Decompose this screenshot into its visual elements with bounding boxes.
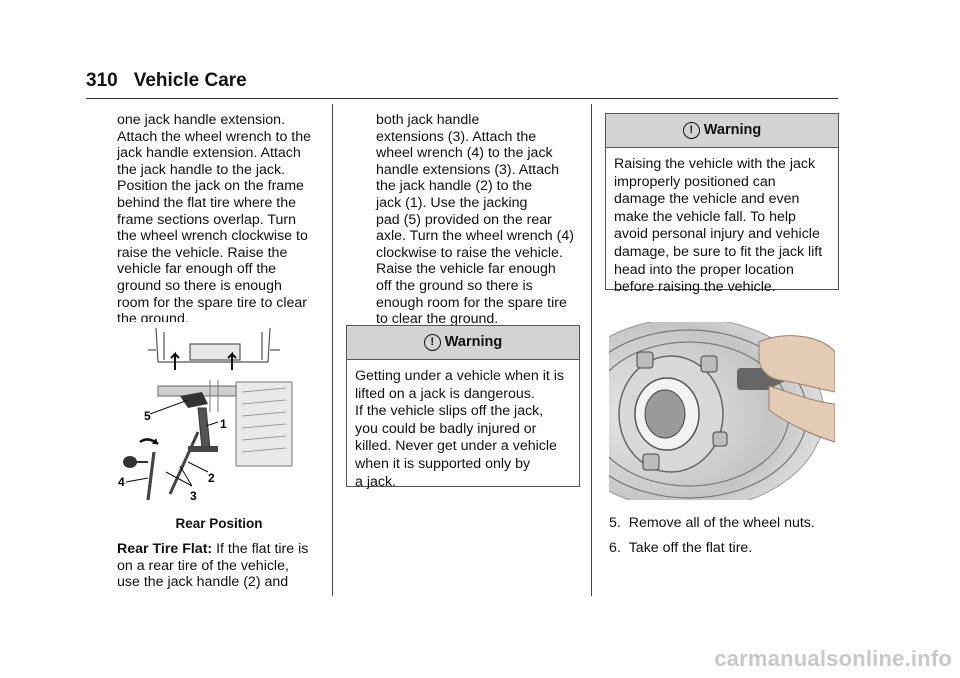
text-line: Position the jack on the frame [117, 178, 304, 195]
text-line: wheel wrench (4) to the jack [376, 145, 553, 162]
column-2-text: both jack handle extensions (3). Attach … [376, 112, 581, 328]
page-header: 310 Vehicle Care [86, 70, 247, 92]
text-line: damage, be sure to fit the jack lift [614, 243, 823, 260]
warning-circle-icon: ! [423, 334, 441, 351]
text-line: head into the proper location [614, 261, 794, 278]
text-line: jack (1). Use the jacking [376, 194, 528, 211]
warning-box: !Warning Raising the vehicle with the ja… [605, 113, 839, 295]
warning-circle-icon: ! [682, 122, 700, 139]
text-line: enough room for the spare tire [376, 294, 567, 311]
text-line: If the flat tire is [212, 541, 309, 557]
text-line: room for the spare tire to clear [117, 294, 308, 311]
text-line: Attach the wheel wrench to the [117, 128, 312, 145]
warning-header: !Warning [347, 326, 579, 360]
callout-4: 4 [118, 475, 125, 489]
text-line: both jack handle [376, 112, 480, 128]
text-line: one jack handle extension. [117, 112, 286, 128]
wheel-nut-removal-photo [609, 322, 835, 500]
text-line: frame sections overlap. Turn [117, 211, 296, 228]
column-1-text: one jack handle extension. Attach the wh… [117, 112, 322, 328]
text-line: off the ground so there is [376, 277, 533, 294]
text-line: ground so there is enough [117, 277, 282, 294]
callout-3: 3 [190, 489, 197, 503]
step-item: 5. Remove all of the wheel nuts. [609, 515, 815, 531]
header-rule [86, 98, 838, 99]
text-line: lifted on a jack is dangerous. [355, 385, 535, 402]
steps-list: 5. Remove all of the wheel nuts. 6. Take… [609, 515, 815, 564]
text-line: use the jack handle (2) and [117, 574, 289, 591]
callout-2: 2 [208, 471, 215, 485]
text-line: on a rear tire of the vehicle, [117, 557, 289, 574]
text-line: If the vehicle slips off the jack, [355, 403, 544, 420]
text-line: Getting under a vehicle when it is [355, 368, 564, 384]
text-line: before raising the vehicle. [614, 279, 776, 296]
text-line: improperly positioned can [614, 173, 776, 190]
column-divider [332, 104, 333, 596]
text-line: handle extensions (3). Attach [376, 161, 559, 178]
rear-tire-label: Rear Tire Flat: [117, 541, 213, 557]
text-line: you could be badly injured or [355, 420, 537, 437]
text-line: to clear the ground. [376, 311, 499, 328]
text-line: damage the vehicle and even [614, 191, 800, 208]
callout-5: 5 [144, 409, 151, 423]
text-line: behind the flat tire where the [117, 194, 297, 211]
text-line: extensions (3). Attach the [376, 128, 537, 145]
text-line: Raising the vehicle with the jack [614, 156, 816, 172]
text-line: the wheel wrench clockwise to [117, 228, 308, 245]
warning-body: Raising the vehicle with the jack improp… [606, 148, 838, 297]
text-line: make the vehicle fall. To help [614, 208, 796, 225]
text-line: jack handle extension. Attach [117, 145, 301, 162]
rear-jack-position-illustration: 5 1 2 3 4 [118, 322, 320, 512]
text-line: axle. Turn the wheel wrench (4) [376, 228, 574, 245]
text-line: when it is supported only by [355, 455, 531, 472]
warning-header: !Warning [606, 114, 838, 148]
callout-1: 1 [220, 417, 227, 431]
page-number: 310 [86, 70, 118, 91]
section-title: Vehicle Care [133, 70, 247, 91]
text-line: vehicle far enough off the [117, 261, 277, 278]
warning-body: Getting under a vehicle when it is lifte… [347, 360, 579, 491]
warning-title: Warning [703, 122, 762, 138]
text-line: pad (5) provided on the rear [376, 211, 552, 228]
text-line: clockwise to raise the vehicle. [376, 244, 563, 261]
warning-title: Warning [444, 334, 503, 350]
text-line: avoid personal injury and vehicle [614, 226, 820, 243]
text-line: the jack handle to the jack. [117, 161, 285, 178]
column-divider [591, 104, 592, 596]
rear-tire-paragraph: Rear Tire Flat: If the flat tire is on a… [117, 541, 327, 591]
text-line: killed. Never get under a vehicle [355, 438, 557, 455]
watermark: carmanualsonline.info [714, 646, 952, 671]
text-line: raise the vehicle. Raise the [117, 244, 288, 261]
text-line: Rear Tire Flat: If the flat tire is [117, 541, 327, 558]
text-line: the jack handle (2) to the [376, 178, 533, 195]
text-line: a jack. [355, 473, 397, 490]
text-line: Raise the vehicle far enough [376, 261, 556, 278]
figure-caption: Rear Position [175, 516, 263, 531]
warning-box: !Warning Getting under a vehicle when it… [346, 325, 580, 490]
step-item: 6. Take off the flat tire. [609, 539, 753, 556]
